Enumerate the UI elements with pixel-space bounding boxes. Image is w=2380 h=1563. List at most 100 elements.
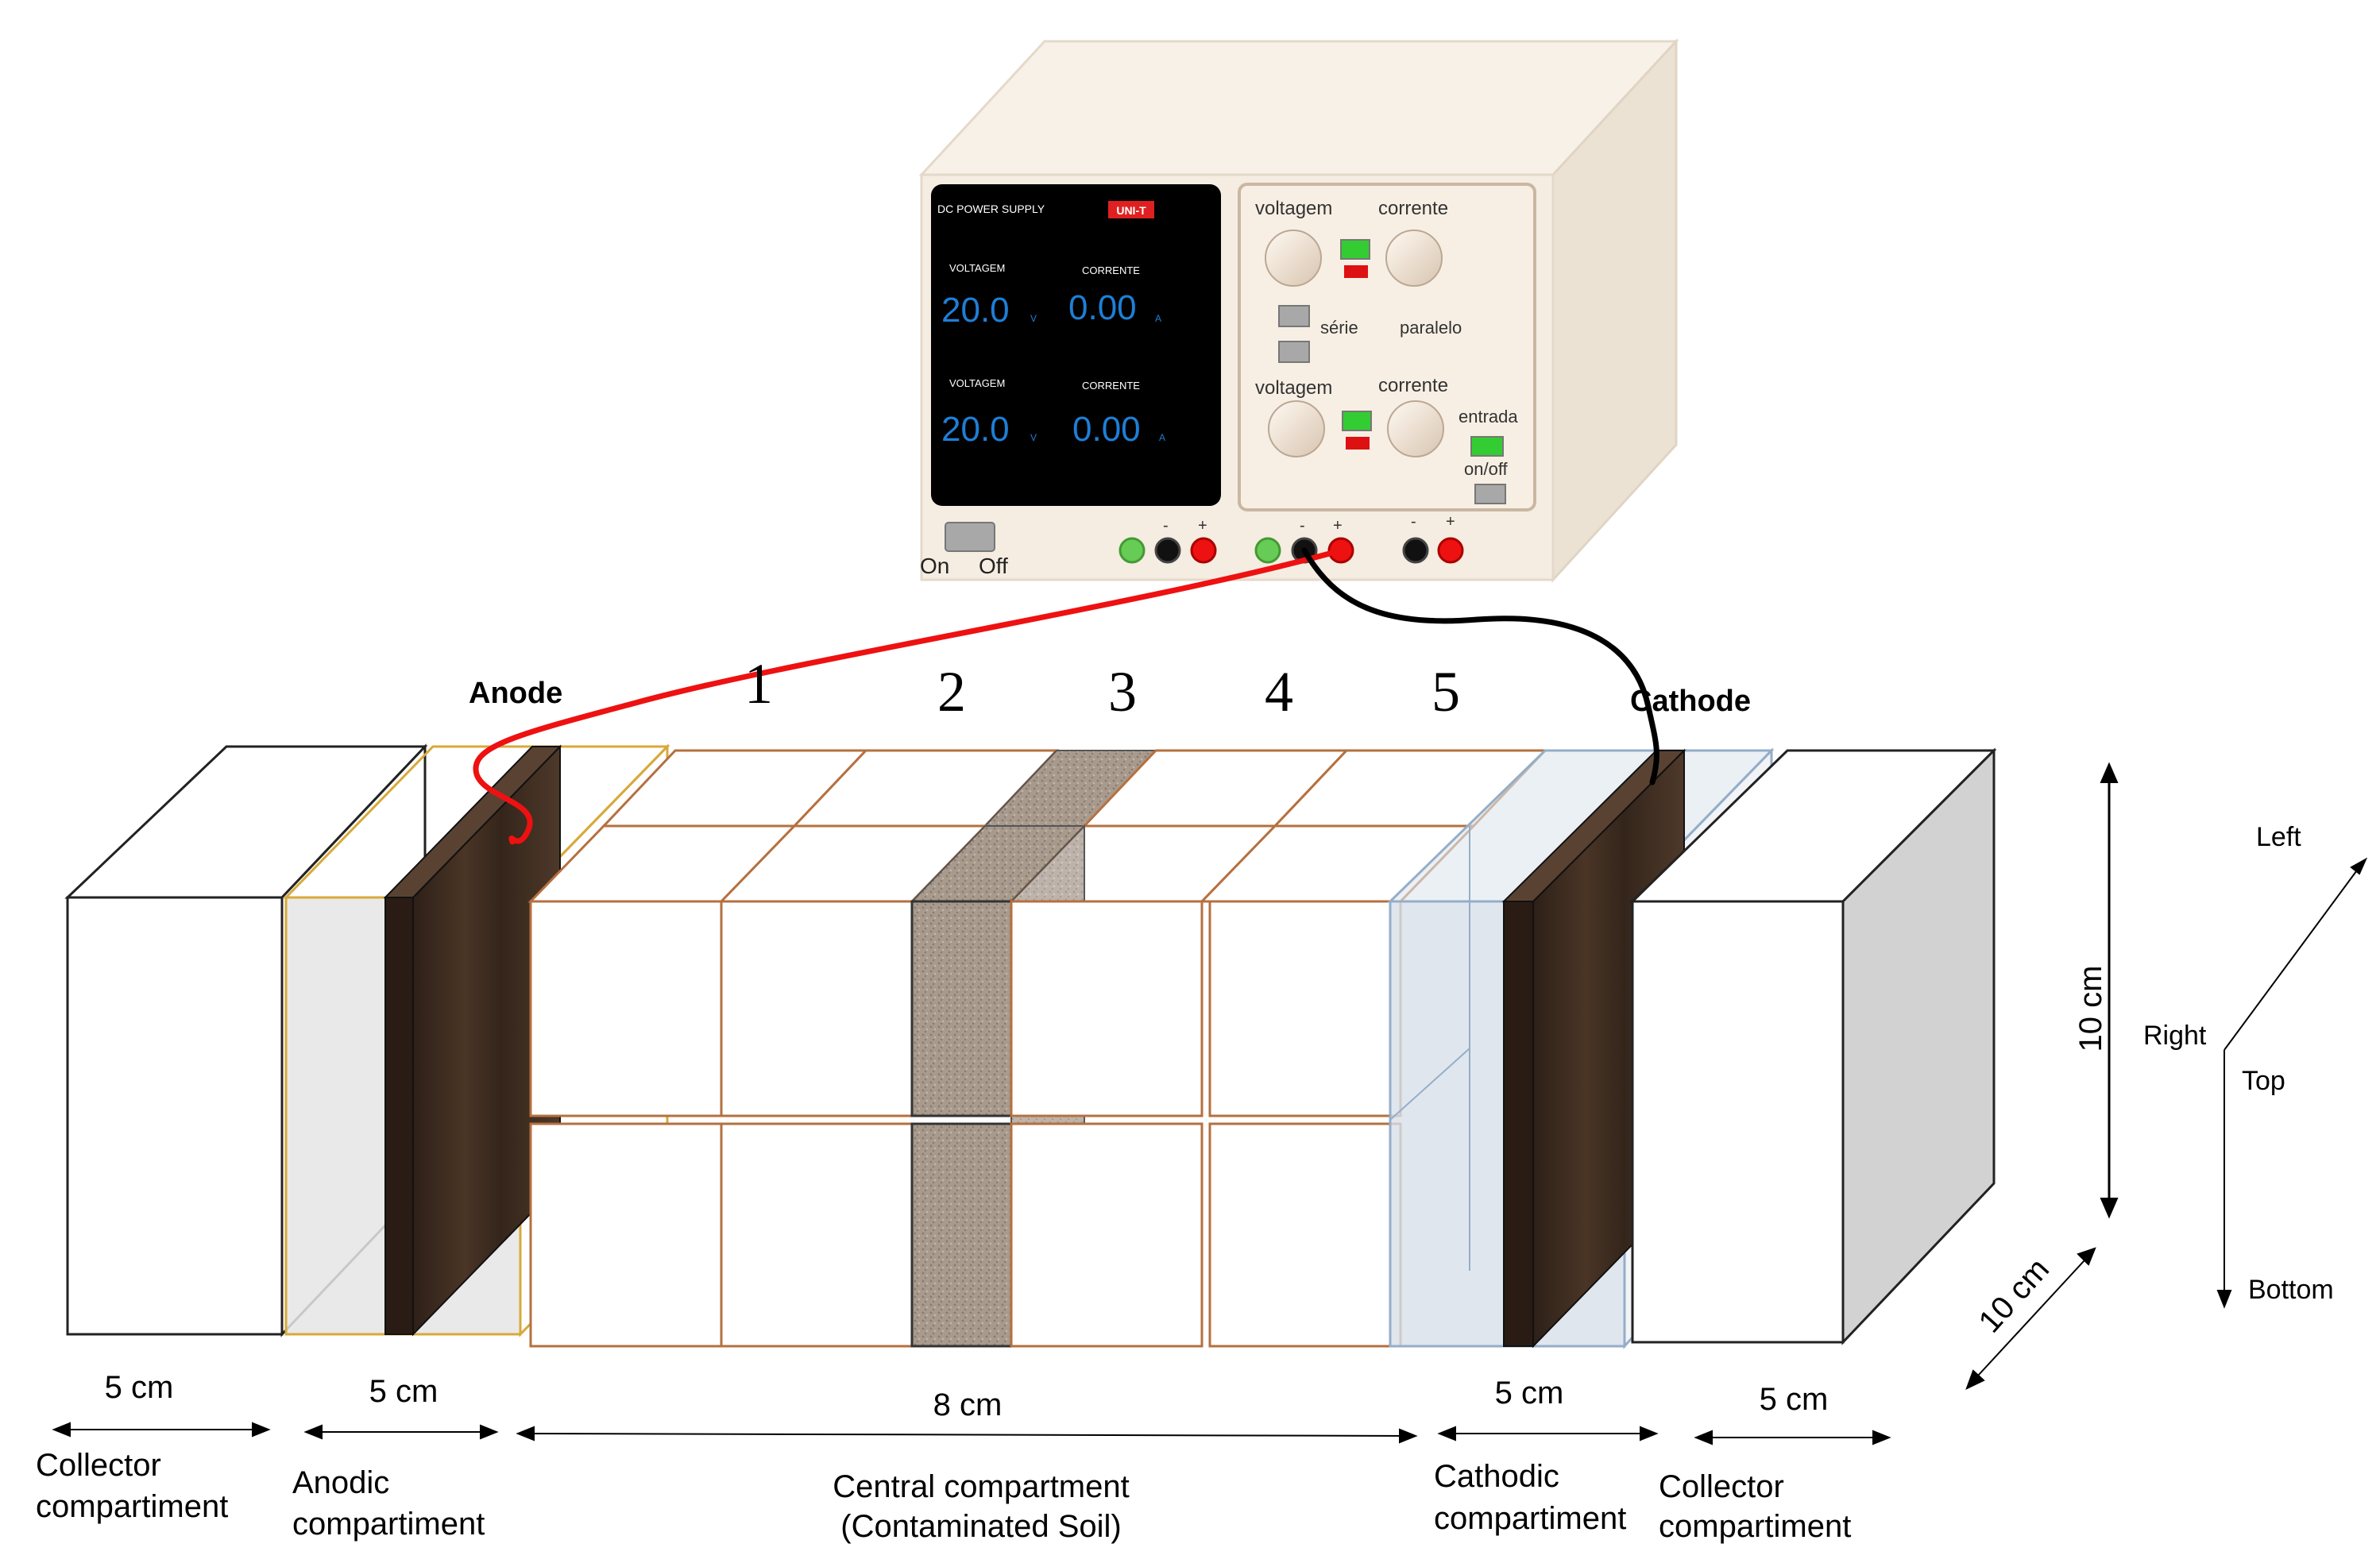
- positive-terminal-3[interactable]: [1437, 537, 1464, 564]
- soil-cube-front: [1010, 1122, 1204, 1348]
- collector-left-front-face: [66, 896, 284, 1336]
- negative-terminal-3[interactable]: [1402, 537, 1429, 564]
- axis-label-left: Left: [2256, 822, 2301, 852]
- anode-electrode-front: [384, 897, 414, 1335]
- axis-left-arrow-icon: [2350, 857, 2368, 875]
- arrow-head: [1640, 1426, 1659, 1441]
- section-number-2: 2: [937, 660, 966, 724]
- ch2-current-value: 0.00: [1072, 410, 1141, 449]
- dimension-anodic: 5 cm: [369, 1374, 439, 1409]
- section-number-5: 5: [1431, 660, 1460, 724]
- dimension-collector-right: 5 cm: [1760, 1382, 1829, 1417]
- power-off-label: Off: [979, 554, 1008, 578]
- mode-label-parallel: paralelo: [1400, 318, 1462, 338]
- compartment-label-anodic: compartiment: [292, 1507, 485, 1542]
- arrow-head: [516, 1426, 535, 1441]
- axis-bottom-arrow-icon: [2216, 1290, 2232, 1309]
- arrow-head: [1965, 1369, 1985, 1390]
- terminal-plus-sign: +: [1446, 513, 1455, 531]
- negative-terminal-1[interactable]: [1154, 537, 1181, 564]
- compartment-label-collector-right: Collector: [1659, 1469, 1784, 1504]
- arrow-head: [1399, 1428, 1418, 1444]
- terminal-plus-sign: +: [1198, 517, 1207, 535]
- display-screen: [931, 184, 1221, 506]
- dimension-depth: 10 cm: [1972, 1252, 2057, 1339]
- knob-label-current-2: corrente: [1378, 375, 1448, 396]
- ch2-current-unit: A: [1159, 432, 1165, 443]
- power-switch[interactable]: [945, 522, 995, 552]
- dimension-arrows: [52, 762, 2119, 1445]
- section-number-4: 4: [1265, 660, 1293, 724]
- voltage-knob-2[interactable]: [1268, 400, 1325, 457]
- onoff-label: on/off: [1464, 459, 1509, 479]
- negative-wire: [1301, 547, 1659, 785]
- parallel-switch[interactable]: [1278, 341, 1310, 363]
- input-indicator-green: [1470, 436, 1504, 457]
- dimension-height: 10 cm: [2073, 966, 2108, 1052]
- compartment-label-collector-right: compartiment: [1659, 1509, 1851, 1544]
- dim-arrow-central: [517, 1433, 1416, 1437]
- soil-cube-front: [720, 900, 914, 1117]
- arrow-head: [1694, 1430, 1713, 1445]
- current-knob-2[interactable]: [1387, 400, 1444, 457]
- arrow-head: [52, 1422, 71, 1438]
- dimension-central: 8 cm: [933, 1387, 1003, 1422]
- onoff-switch[interactable]: [1474, 484, 1506, 504]
- series-switch[interactable]: [1278, 305, 1310, 327]
- ground-terminal-1[interactable]: [1119, 537, 1146, 564]
- compartment-label-collector-left: compartiment: [36, 1489, 228, 1524]
- ch2-voltage-value: 20.0: [941, 410, 1010, 449]
- soil-cube-front: [1010, 900, 1204, 1117]
- ch1-current-value: 0.00: [1068, 288, 1137, 327]
- ch1-current-label: CORRENTE: [1082, 264, 1140, 276]
- soil-cube-front: [720, 1122, 914, 1348]
- brand-badge: [1108, 201, 1154, 218]
- knob-label-current-1: corrente: [1378, 198, 1448, 219]
- dimension-cathodic: 5 cm: [1495, 1376, 1564, 1411]
- positive-wire: [473, 547, 1344, 845]
- ch1-current-unit: A: [1155, 313, 1161, 324]
- ch2-current-label: CORRENTE: [1082, 380, 1140, 392]
- arrow-head: [252, 1422, 271, 1438]
- section-number-3: 3: [1108, 660, 1137, 724]
- power-on-label: On: [920, 554, 949, 578]
- voltage-knob-1[interactable]: [1265, 230, 1322, 287]
- ch2-voltage-unit: V: [1030, 432, 1037, 443]
- current-knob-1[interactable]: [1385, 230, 1443, 287]
- anode-label: Anode: [469, 677, 562, 710]
- anodic-compartment: [283, 743, 670, 1337]
- compartment-label-cathodic: compartiment: [1434, 1501, 1626, 1536]
- terminal-group-1: - +: [1119, 517, 1217, 564]
- knob-label-voltage-1: voltagem: [1255, 198, 1332, 219]
- terminal-minus-sign: -: [1300, 517, 1305, 535]
- terminal-plus-sign: +: [1333, 517, 1343, 535]
- cathodic-inner-edge: [1389, 1048, 1470, 1121]
- arrow-head: [2077, 1247, 2096, 1266]
- display-panel-title: DC POWER SUPPLY: [937, 203, 1045, 215]
- compartment-label-central: (Contaminated Soil): [840, 1509, 1122, 1544]
- soil-cube-front: [1208, 900, 1402, 1117]
- ch1-voltage-label: VOLTAGEM: [949, 262, 1005, 274]
- arrow-head: [480, 1424, 499, 1440]
- orientation-axes: [2216, 857, 2368, 1309]
- indicator-red-2: [1346, 437, 1370, 450]
- soil-sample-front: [910, 1122, 1013, 1348]
- arrow-head: [1872, 1430, 1891, 1445]
- dimension-collector-left: 5 cm: [105, 1370, 174, 1405]
- indicator-green-2: [1342, 411, 1372, 431]
- indicator-green-1: [1340, 239, 1370, 260]
- arrow-head: [1437, 1426, 1456, 1441]
- axis-left-line: [2224, 861, 2364, 1051]
- collector-compartment-right: [1629, 747, 1997, 1345]
- soil-sample-front: [910, 900, 1013, 1117]
- anode-electrode-top: [383, 746, 562, 898]
- brand-label: UNI-T: [1116, 204, 1146, 217]
- soil-cube-front: [529, 1122, 723, 1348]
- terminal-minus-sign: -: [1163, 517, 1169, 535]
- positive-terminal-1[interactable]: [1190, 537, 1217, 564]
- axis-label-top: Top: [2242, 1066, 2285, 1096]
- mode-label-series: série: [1320, 318, 1358, 338]
- ground-terminal-2[interactable]: [1254, 537, 1281, 564]
- ch2-voltage-label: VOLTAGEM: [949, 377, 1005, 389]
